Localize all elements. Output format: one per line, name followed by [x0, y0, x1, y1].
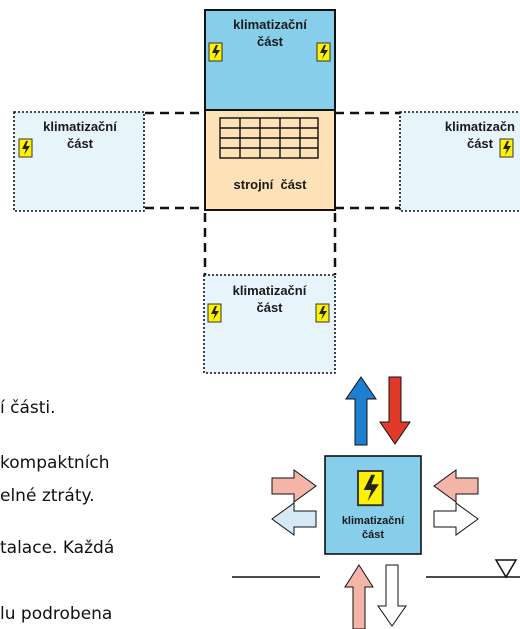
left-climate-block — [13, 111, 145, 212]
left-arrow-pink-icon — [433, 469, 479, 503]
left-arrow-pale-blue-icon — [271, 502, 317, 536]
machine-block — [204, 109, 336, 211]
down-arrow-pale-blue-icon — [377, 564, 407, 627]
top-block-label: klimatizační část — [233, 17, 307, 49]
body-text-line-4: talace. Každá — [0, 538, 115, 558]
up-arrow-pink-icon — [344, 564, 374, 629]
right-block-label: klimatizačn část — [444, 119, 515, 151]
body-text-line-2: kompaktních — [0, 453, 110, 473]
left-block-label: klimatizační část — [43, 119, 117, 151]
body-text-line-1: í části. — [0, 398, 56, 418]
bottom-block-label: klimatizační část — [232, 283, 307, 315]
bottom-climate-block — [203, 274, 336, 374]
machine-grid-icon — [219, 117, 319, 159]
body-text-line-3: elné ztráty. — [0, 486, 95, 506]
right-arrow-pale-blue-icon — [433, 502, 479, 536]
top-climate-block — [204, 9, 336, 111]
electrical-hazard-icon — [357, 470, 384, 507]
right-climate-block — [399, 111, 520, 212]
machine-block-label: strojní část — [233, 177, 307, 192]
body-text-line-5: lu podrobena — [0, 604, 113, 624]
airflow-block-label: klimatizační část — [341, 515, 405, 541]
up-arrow-blue-icon — [345, 376, 377, 446]
down-arrow-red-icon — [379, 376, 411, 445]
dashed-connectors — [145, 111, 400, 275]
level-marker-icon — [494, 559, 518, 579]
right-arrow-pink-icon — [271, 469, 317, 503]
